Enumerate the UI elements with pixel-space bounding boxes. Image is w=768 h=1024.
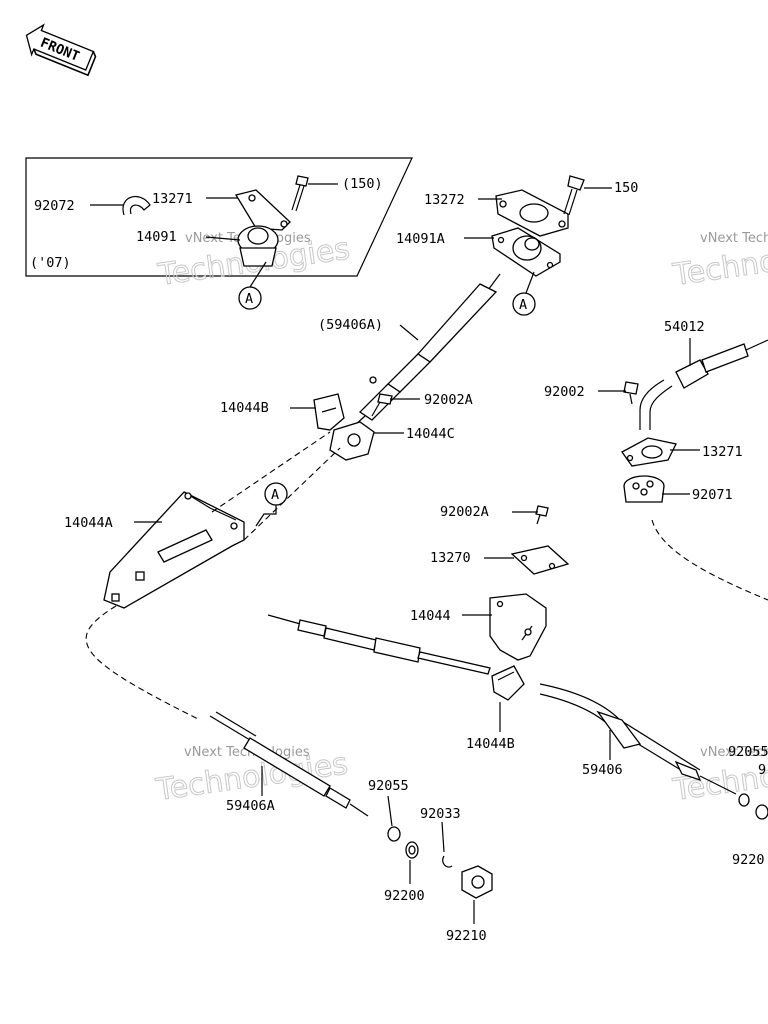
clamp-14044B-bottom — [491, 665, 525, 701]
bolt-92002A-top — [371, 393, 393, 417]
label-14091: 14091 — [136, 229, 177, 245]
svg-text:vNext Technologies: vNext Technologies — [700, 745, 768, 760]
label-92002A-top: 92002A — [424, 392, 473, 408]
dashed-cable-path — [85, 605, 201, 721]
watermark: Technologies vNext Technologies Technolo… — [153, 231, 768, 809]
dashed-lead — [243, 447, 341, 541]
label-92055: 92055 — [368, 778, 409, 794]
label-92200: 92200 — [384, 888, 425, 904]
label-92-edge: 9 — [758, 762, 766, 778]
label-13270: 13270 — [430, 550, 471, 566]
label-92200-right: 9220 — [732, 852, 765, 868]
cable-54012 — [639, 339, 768, 430]
label-150: 150 — [614, 180, 638, 196]
inset-2007-box: ('07) — [25, 157, 413, 277]
label-92002: 92002 — [544, 384, 585, 400]
grommet-14091 — [237, 225, 279, 267]
label-92033: 92033 — [420, 806, 461, 822]
washer-92055-right — [738, 793, 750, 807]
label-13272: 13272 — [424, 192, 465, 208]
plate-13271 — [621, 437, 677, 467]
label-92072: 92072 — [34, 198, 75, 214]
ref-marker-a-2: A — [512, 271, 536, 316]
plate-13271-inset — [234, 189, 291, 231]
clip-92072 — [122, 195, 151, 216]
svg-text:A: A — [519, 297, 527, 313]
nut-92210 — [461, 865, 493, 899]
bolt-150-inset — [291, 175, 309, 212]
clamp-14044C — [329, 421, 375, 461]
label-92055-right: 92055 — [728, 744, 768, 760]
bolt-150 — [563, 175, 585, 216]
washer-92200-right — [755, 804, 768, 820]
ref-marker-a-1: A — [238, 261, 267, 310]
dashed-cable-right — [651, 519, 768, 601]
clip-92033 — [442, 855, 453, 868]
label-14044C: 14044C — [406, 426, 455, 442]
label-92002A-mid: 92002A — [440, 504, 489, 520]
front-arrow-icon: FRONT — [25, 23, 97, 77]
grommet-14091A — [491, 227, 561, 277]
bracket-14044A — [103, 491, 245, 609]
label-59406A: 59406A — [226, 798, 275, 814]
washer-92055 — [387, 826, 401, 842]
label-14044B-bottom: 14044B — [466, 736, 515, 752]
label-14044A: 14044A — [64, 515, 113, 531]
bolt-92002 — [623, 381, 639, 405]
label-54012: 54012 — [664, 319, 705, 335]
label-150-paren: (150) — [342, 176, 383, 192]
plate-13272 — [495, 189, 569, 237]
cable-59406A-lower — [209, 711, 369, 817]
svg-text:A: A — [245, 291, 253, 307]
washer-92200 — [405, 841, 419, 859]
label-14044B-top: 14044B — [220, 400, 269, 416]
cable-59406A-upper — [329, 273, 501, 449]
bolt-92002A-mid — [535, 505, 549, 525]
dashed-lead-2 — [211, 431, 331, 513]
label-59406: 59406 — [582, 762, 623, 778]
label-13271-inset: 13271 — [152, 191, 193, 207]
svg-text:A: A — [271, 487, 279, 503]
ref-marker-a-3: A — [255, 482, 288, 527]
label-14044: 14044 — [410, 608, 451, 624]
clamp-14044B-top — [313, 393, 345, 431]
cable-59406 — [267, 614, 737, 795]
label-92071: 92071 — [692, 487, 733, 503]
svg-text:vNext Technologies: vNext Technologies — [700, 231, 768, 246]
bracket-14044 — [489, 593, 547, 661]
label-59406A-paren: (59406A) — [318, 317, 383, 333]
label-92210: 92210 — [446, 928, 487, 944]
inset-year-label: ('07) — [30, 255, 71, 271]
part-labels: 92072 13271 14091 (150) 13272 150 14091A… — [34, 176, 768, 944]
label-13271: 13271 — [702, 444, 743, 460]
leader-lines — [90, 183, 700, 924]
plate-13270 — [510, 545, 570, 575]
label-14091A: 14091A — [396, 231, 445, 247]
grommet-92071 — [623, 475, 665, 503]
